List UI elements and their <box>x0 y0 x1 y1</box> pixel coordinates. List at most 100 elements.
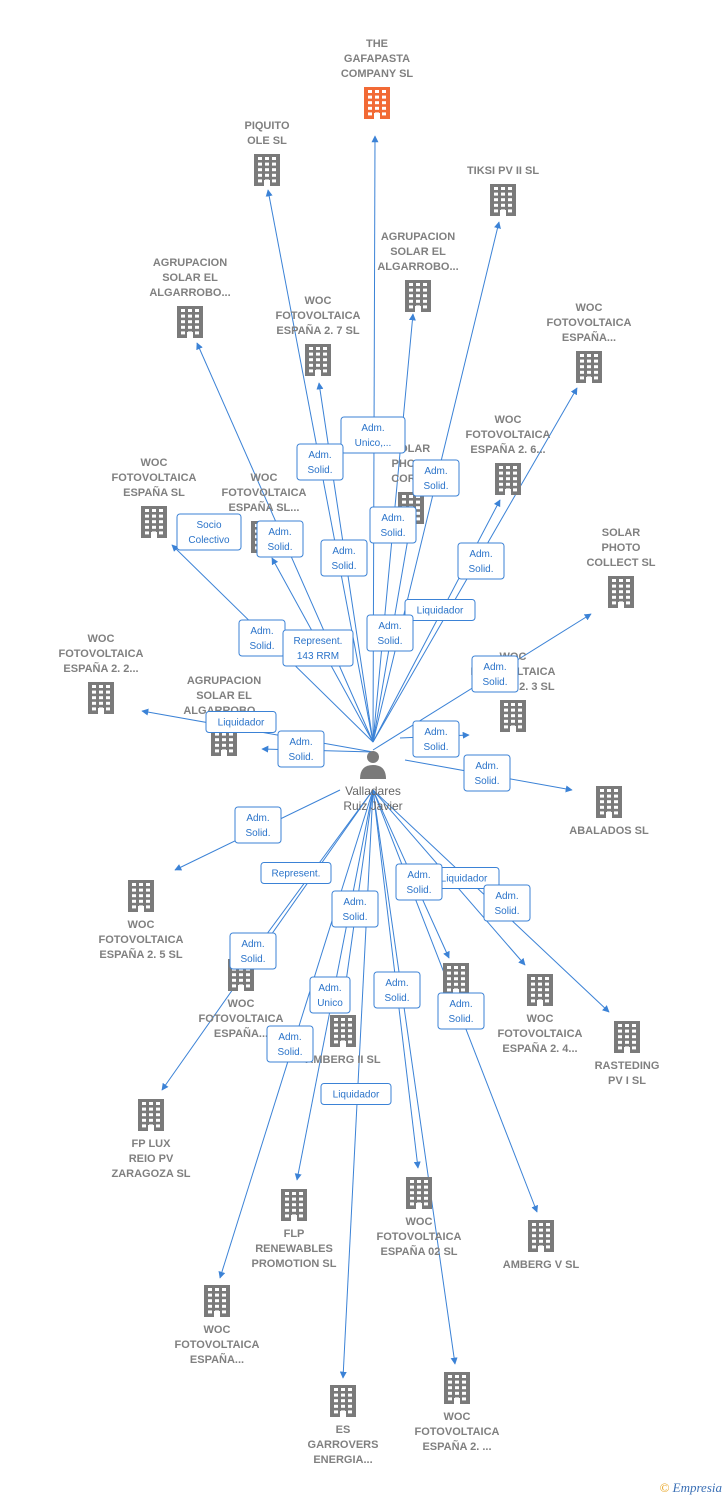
relation-label: Adm.Solid. <box>412 720 460 758</box>
relation-label-text: Solid. <box>380 528 405 539</box>
company-node[interactable]: AMBERG II SL <box>305 1015 381 1066</box>
building-window <box>215 732 219 736</box>
building-window <box>416 517 420 521</box>
building-window <box>341 1034 345 1038</box>
relation-label-text: Solid. <box>240 954 265 965</box>
building-window <box>208 1304 212 1308</box>
building-window <box>232 973 236 977</box>
building-icon <box>528 1220 554 1252</box>
building-window <box>499 466 503 469</box>
building-window <box>546 1223 550 1226</box>
building-icon <box>443 963 469 995</box>
building-window <box>531 988 535 992</box>
relation-label-text: Adm. <box>250 626 273 637</box>
company-node[interactable]: ABALADOS SL <box>569 786 649 837</box>
building-window <box>195 314 199 318</box>
building-window <box>152 520 156 524</box>
building-door <box>453 989 459 995</box>
company-node[interactable]: ESGARROVERSENERGIA... <box>308 1385 379 1466</box>
building-window <box>316 358 320 362</box>
building-window <box>607 800 611 804</box>
building-window <box>299 1214 303 1218</box>
building-window <box>285 1203 289 1207</box>
building-window <box>188 325 192 329</box>
building-window <box>462 1397 466 1401</box>
relation-label: Adm.Solid. <box>256 520 304 558</box>
building-window <box>139 894 143 898</box>
building-window <box>600 805 604 809</box>
relation-label: Adm.Solid. <box>277 730 325 768</box>
relation-label-text: Liquidador <box>441 874 488 885</box>
building-window <box>272 173 276 177</box>
building-window <box>368 90 372 93</box>
company-node[interactable]: WOCFOTOVOLTAICAESPAÑA... <box>175 1285 260 1366</box>
relation-label: Adm.Solid. <box>437 992 485 1030</box>
building-window <box>511 708 515 712</box>
building-icon <box>138 1099 164 1131</box>
relation-label-box <box>266 1025 314 1063</box>
building-window <box>375 101 379 105</box>
company-node[interactable]: AMBERG V SL <box>503 1220 580 1271</box>
relation-label-text: Adm. <box>246 813 269 824</box>
company-name-line: WOC <box>141 457 168 469</box>
building-window <box>323 358 327 362</box>
building-window <box>447 977 451 981</box>
building-window <box>409 283 413 286</box>
building-window <box>323 352 327 356</box>
building-window <box>92 701 96 705</box>
building-window <box>454 971 458 975</box>
building-window <box>232 978 236 982</box>
relation-label-box <box>320 1083 392 1105</box>
building-window <box>506 471 510 475</box>
building-window <box>156 1118 160 1122</box>
building-window <box>299 1197 303 1201</box>
building-window <box>462 1375 466 1378</box>
relation-label-text: Solid. <box>423 481 448 492</box>
building-window <box>587 359 591 363</box>
building-window <box>417 1196 421 1200</box>
building-window <box>146 888 150 892</box>
building-window <box>309 352 313 356</box>
building-icon <box>444 1372 470 1404</box>
building-window <box>145 514 149 518</box>
building-window <box>299 1203 303 1207</box>
building-window <box>334 1040 338 1044</box>
company-name-line: FOTOVOLTAICA <box>99 934 184 946</box>
building-window <box>587 370 591 374</box>
building-window <box>409 500 413 504</box>
building-window <box>292 1192 296 1195</box>
building-window <box>195 325 199 329</box>
company-name-line: ESPAÑA 02 SL <box>380 1245 457 1258</box>
building-door <box>415 306 421 312</box>
company-node[interactable]: WOCFOTOVOLTAICAESPAÑA... <box>547 302 632 383</box>
building-window <box>506 466 510 469</box>
company-node[interactable]: TIKSI PV II SL <box>467 165 539 216</box>
relation-label-text: Solid. <box>384 993 409 1004</box>
relation-label-text: Unico,... <box>355 438 392 449</box>
relation-label: Adm.Solid. <box>457 542 505 580</box>
building-window <box>215 1299 219 1303</box>
building-door <box>148 1125 154 1131</box>
building-window <box>299 1208 303 1212</box>
building-window <box>461 971 465 975</box>
building-window <box>146 905 150 909</box>
building-window <box>149 1113 153 1117</box>
building-window <box>511 703 515 706</box>
